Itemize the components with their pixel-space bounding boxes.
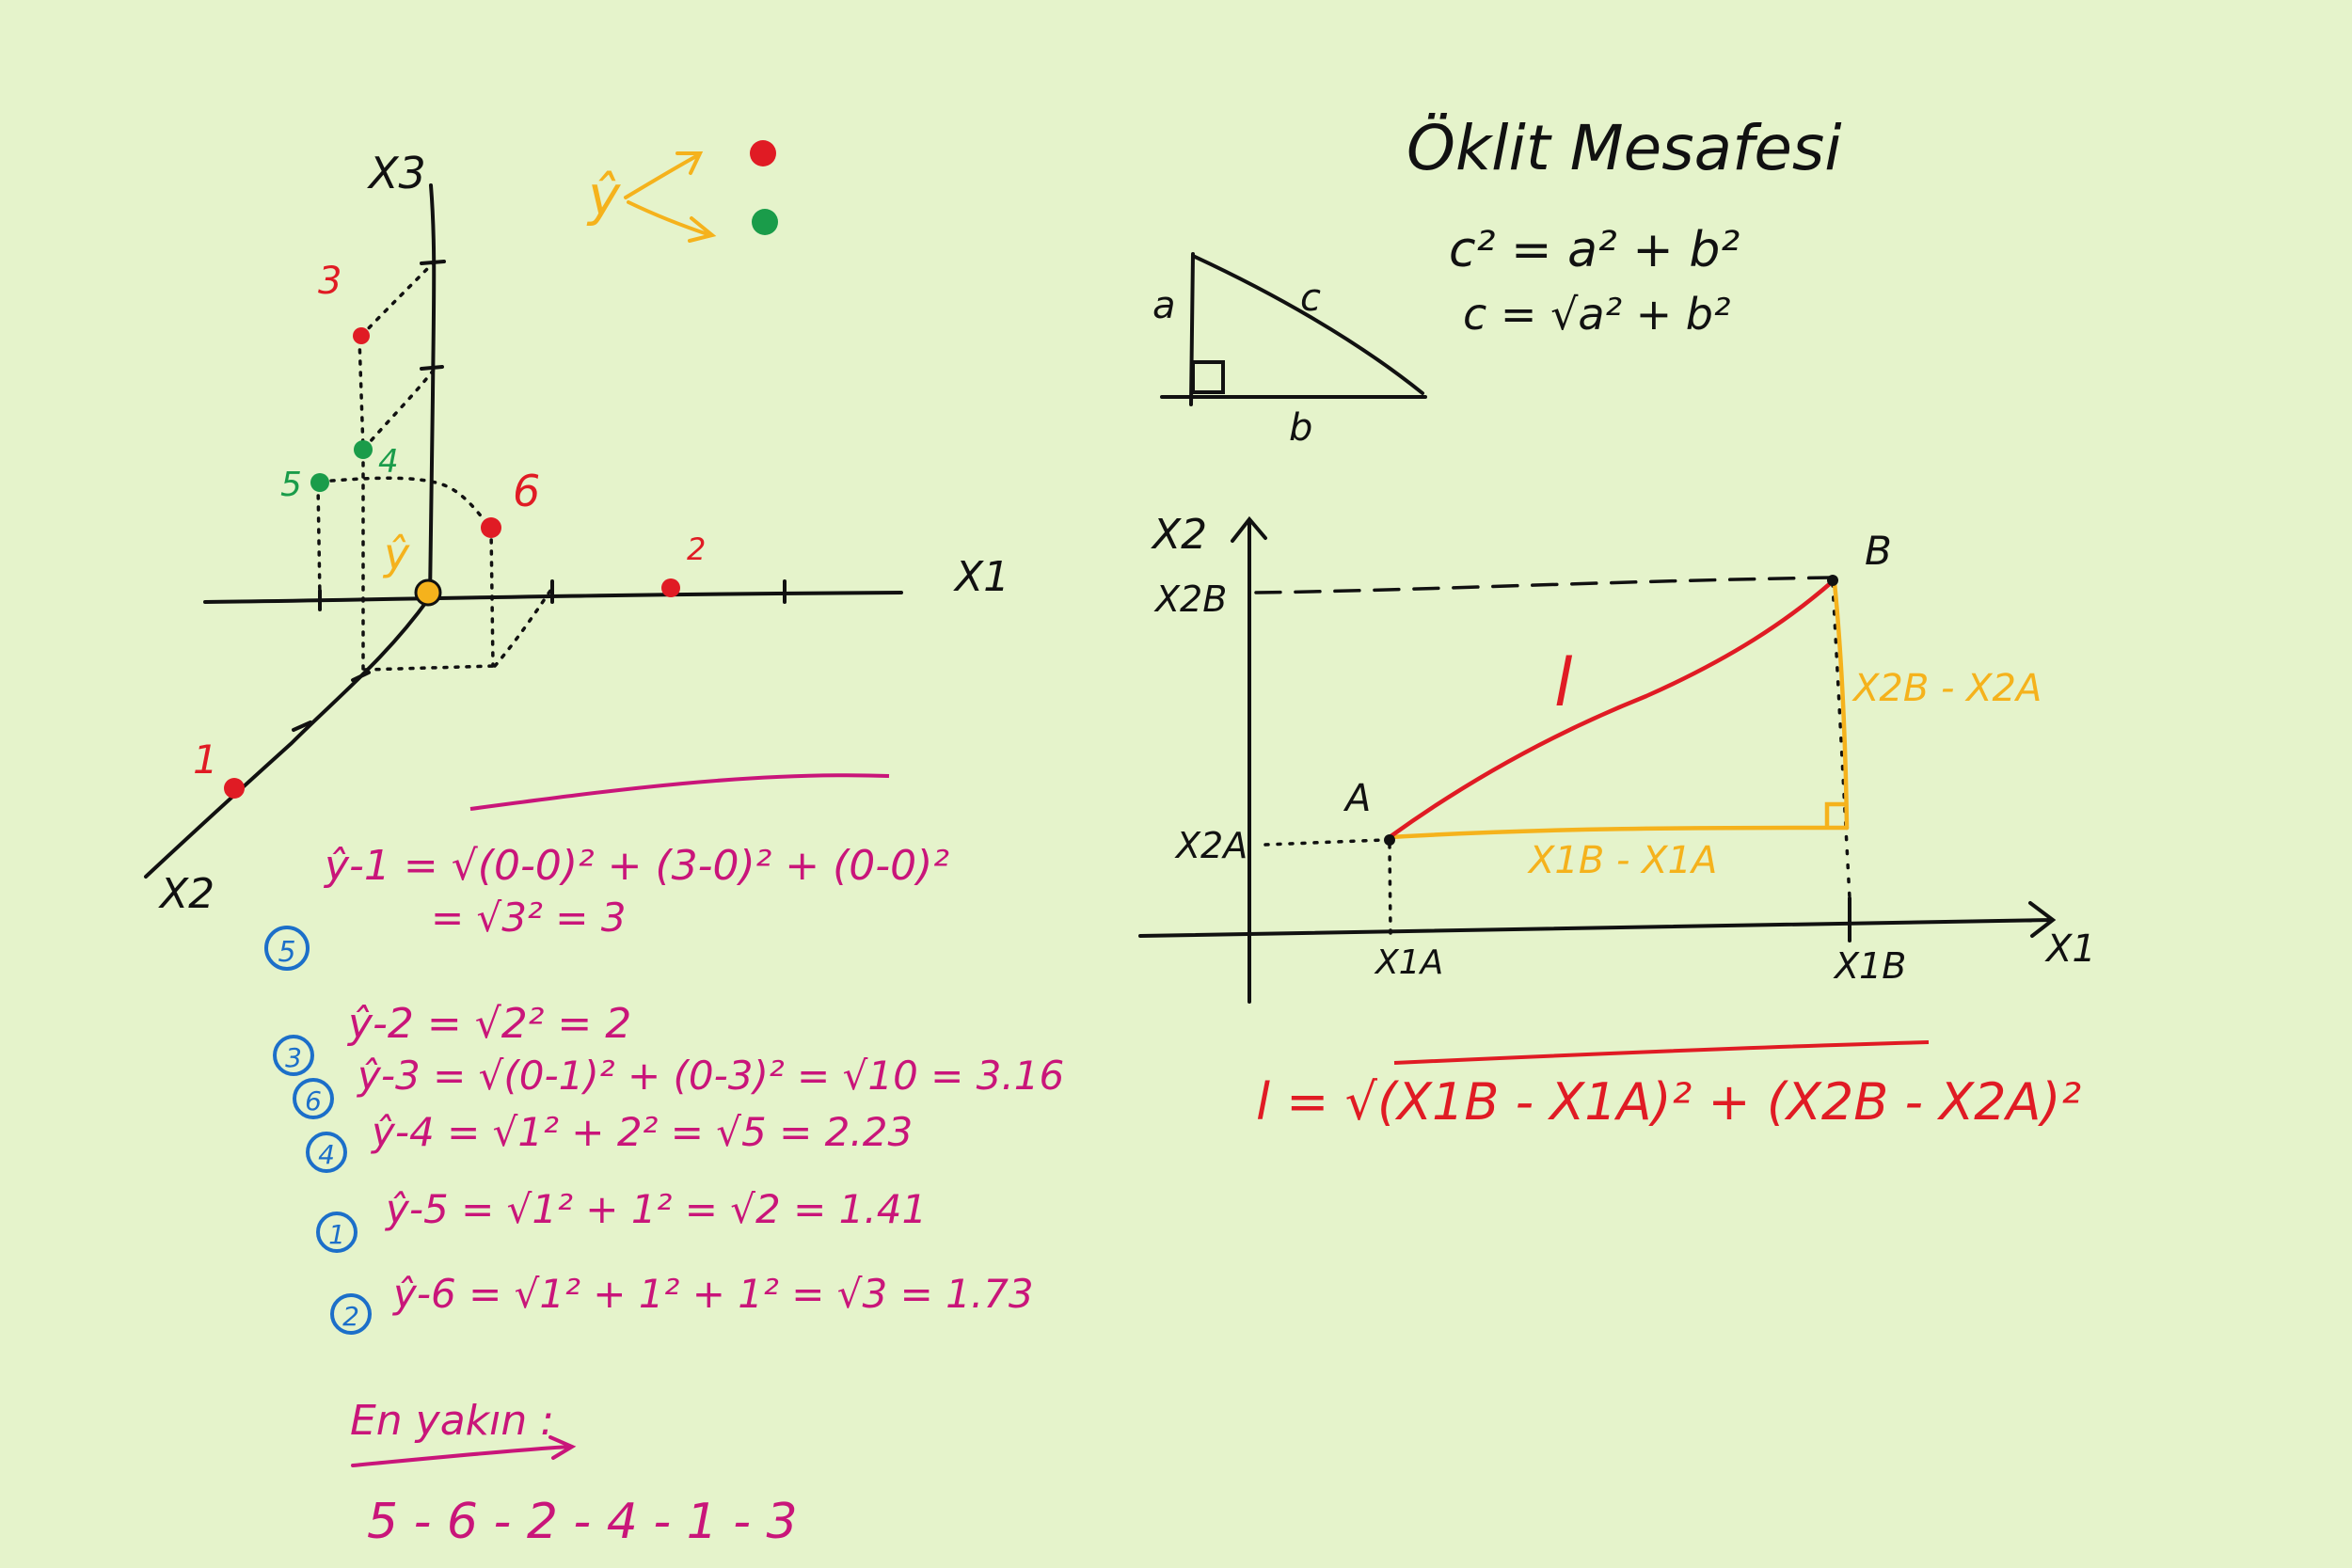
distance-calculations: ŷ-1 = √(0-0)² + (3-0)² + (0-0)² = √3² = … <box>264 773 1064 1550</box>
leg-vertical <box>1832 580 1850 831</box>
closest-arrow <box>351 1435 577 1467</box>
axis-x2-2d-line <box>1231 515 1267 1004</box>
point-6-label: 6 <box>513 466 540 516</box>
calc-d5: ŷ-5 = √1² + 1² = √2 = 1.41 <box>384 1186 927 1232</box>
point-4-label: 4 <box>378 443 399 481</box>
rank-badge-d2: 3 <box>273 1035 314 1076</box>
triangle-c: c <box>1300 277 1321 320</box>
plot-3d <box>144 183 903 879</box>
svg-text:1: 1 <box>328 1219 345 1250</box>
axis-x2-label: X2 <box>158 870 215 918</box>
point-3-label: 3 <box>318 260 342 303</box>
rank-badge-d5: 1 <box>316 1212 358 1253</box>
distance-formula: l = √(X1B - X1A)² + (X2B - X2A)² <box>1256 1072 2081 1132</box>
calc-d2: ŷ-2 = √2² = 2 <box>346 1000 631 1048</box>
rank-badge-d4: 4 <box>306 1132 347 1173</box>
plot-3d-guides <box>316 260 554 672</box>
euclid-title: Öklit Mesafesi <box>1406 112 1842 184</box>
plot-2d-labels: X2 X1 A B X2B X2A X1A X1B l X2B - X2A X1… <box>1151 511 2096 1132</box>
x2a-label: X2A <box>1174 825 1248 866</box>
guide-x2b <box>1254 576 1835 594</box>
guide-6-down <box>489 527 495 668</box>
leg-right-angle <box>1824 801 1849 829</box>
guide-b-down <box>1831 581 1851 900</box>
euclid-section: Öklit Mesafesi c² = a² + b² c = √a² + b²… <box>1152 112 1842 450</box>
legend-yhat: ŷ <box>586 164 621 228</box>
plot-3d-points <box>224 327 680 799</box>
legend-arrow-down <box>627 200 717 243</box>
axis-x1-2d-line <box>1138 901 2057 938</box>
svg-text:5: 5 <box>278 936 295 969</box>
guide-x1a <box>1388 843 1392 935</box>
rank-badge-d1: 5 <box>264 926 310 971</box>
distance-formula-sqrt-bar <box>1393 1040 1930 1065</box>
point-1 <box>224 778 245 799</box>
calc-d1-line1: ŷ-1 = √(0-0)² + (3-0)² + (0-0)² <box>323 842 949 890</box>
plot-2d <box>1138 515 2057 1004</box>
class-legend: ŷ <box>586 140 778 243</box>
rank-badge-d3: 6 <box>293 1078 334 1119</box>
point-2 <box>661 578 680 597</box>
guide-3-down <box>358 337 365 451</box>
point-yhat <box>414 578 442 607</box>
legend-green-dot <box>752 209 778 235</box>
legend-arrow-up <box>624 151 704 199</box>
svg-text:6: 6 <box>305 1085 322 1117</box>
rank-badge-d6: 2 <box>330 1293 372 1335</box>
axis-x3-line <box>428 183 437 600</box>
plot-3d-labels: X3 X1 X2 1 2 3 4 5 6 ŷ <box>158 148 1009 918</box>
x1a-label: X1A <box>1374 943 1443 982</box>
point-a-label: A <box>1343 777 1371 820</box>
point-3 <box>353 327 370 344</box>
calc-d1-sqrt-bar <box>469 773 890 811</box>
calc-d3: ŷ-3 = √(0-1)² + (0-3)² = √10 = 3.16 <box>356 1053 1064 1099</box>
calc-d6: ŷ-6 = √1² + 1² + 1² = √3 = 1.73 <box>391 1271 1034 1317</box>
svg-text:2: 2 <box>342 1301 359 1332</box>
x1b-label: X1B <box>1833 945 1906 987</box>
point-5 <box>310 473 329 492</box>
point-1-label: 1 <box>193 736 218 783</box>
svg-text:3: 3 <box>285 1042 302 1073</box>
point-b <box>1827 575 1838 586</box>
vertical-diff-label: X2B - X2A <box>1851 667 2042 710</box>
pythagoras-formula: c² = a² + b² <box>1449 222 1740 278</box>
leg-horizontal <box>1387 825 1850 840</box>
axis-x2-line <box>144 596 431 879</box>
point-6 <box>481 517 501 538</box>
closest-label: En yakın : <box>350 1397 554 1445</box>
calc-d1-line2: = √3² = 3 <box>431 895 626 941</box>
point-2-label: 2 <box>687 531 706 567</box>
axis-x3-label: X3 <box>367 148 426 198</box>
legend-red-dot <box>750 140 776 166</box>
point-4 <box>354 440 373 459</box>
axis-x2-2d-label: X2 <box>1151 511 1207 559</box>
triangle-a: a <box>1152 284 1176 327</box>
svg-text:4: 4 <box>318 1139 335 1170</box>
yhat-label: ŷ <box>382 529 410 579</box>
x2b-label: X2B <box>1153 578 1227 620</box>
right-triangle <box>1160 252 1427 406</box>
point-b-label: B <box>1865 528 1892 574</box>
point-5-label: 5 <box>280 466 302 504</box>
triangle-b: b <box>1289 406 1312 450</box>
calc-d4: ŷ-4 = √1² + 2² = √5 = 2.23 <box>370 1109 913 1155</box>
line-l-label: l <box>1554 644 1573 721</box>
guide-3-to-x3 <box>359 260 437 338</box>
guide-5-down <box>316 483 322 600</box>
hypotenuse-l <box>1387 578 1836 840</box>
horizontal-diff-label: X1B - X1A <box>1527 839 1717 882</box>
guide-5-arc <box>318 476 491 529</box>
axis-x1-2d-label: X1 <box>2044 927 2096 971</box>
axis-x1-label: X1 <box>953 553 1009 601</box>
guide-x2a <box>1263 838 1385 847</box>
point-a <box>1384 834 1395 846</box>
closest-order: 5 - 6 - 2 - 4 - 1 - 3 <box>367 1494 798 1550</box>
c-formula: c = √a² + b² <box>1463 289 1730 340</box>
guide-4-to-x3 <box>362 367 437 451</box>
guide-floor <box>363 586 554 672</box>
